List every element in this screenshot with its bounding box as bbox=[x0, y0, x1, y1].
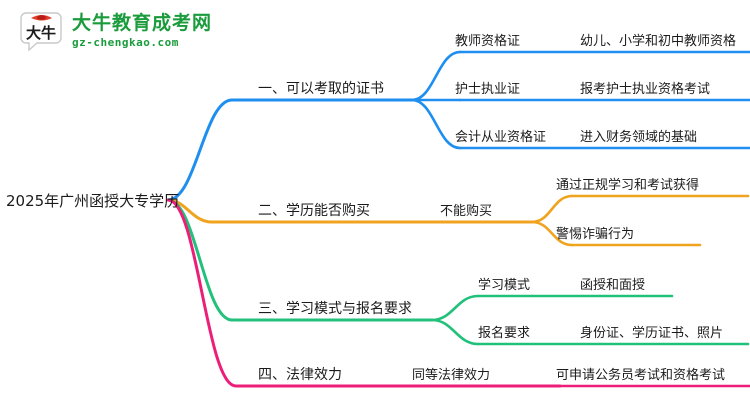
logo-wordmark: 大牛教育成考网 gz-chengkao.com bbox=[72, 12, 213, 49]
mindmap-branch-2-child-1-detail[interactable]: 通过正规学习和考试获得 bbox=[556, 178, 700, 193]
mindmap-branch-3-child-2-label[interactable]: 报名要求 bbox=[478, 326, 531, 341]
mindmap-branch-4-child-1-label[interactable]: 同等法律效力 bbox=[412, 368, 491, 383]
wire-root-to-branch-1 bbox=[166, 98, 234, 202]
mindmap-branch-1-child-1-detail[interactable]: 幼儿、小学和初中教师资格 bbox=[580, 34, 737, 49]
wire-branch-1-to-child-1 bbox=[410, 50, 462, 102]
mindmap-branch-1-child-2-detail[interactable]: 报考护士执业资格考试 bbox=[580, 82, 711, 97]
wire-branch-2-to-child-2 bbox=[530, 220, 574, 247]
mindmap-branch-2-child-1-label[interactable]: 不能购买 bbox=[440, 204, 493, 219]
mindmap-branch-3-child-1-detail[interactable]: 函授和面授 bbox=[580, 278, 646, 293]
mindmap-branch-2-child-2-detail[interactable]: 警惕诈骗行为 bbox=[556, 227, 635, 242]
mindmap-branch-1-child-3-label[interactable]: 会计从业资格证 bbox=[455, 130, 547, 145]
mindmap-branch-1-child-2-label[interactable]: 护士执业证 bbox=[455, 82, 521, 97]
wire-branch-3-to-child-2 bbox=[430, 318, 480, 346]
mindmap-branch-1-child-1-label[interactable]: 教师资格证 bbox=[455, 34, 521, 49]
svg-text:大牛: 大牛 bbox=[26, 24, 56, 42]
mindmap-branch-3-label[interactable]: 三、学习模式与报名要求 bbox=[258, 301, 412, 317]
mindmap-branch-3-child-2-detail[interactable]: 身份证、学历证书、照片 bbox=[580, 326, 724, 341]
mindmap-branch-1-child-3-detail[interactable]: 进入财务领域的基础 bbox=[580, 130, 698, 145]
mindmap-branch-1-label[interactable]: 一、可以考取的证书 bbox=[258, 81, 384, 97]
mindmap-branch-4-child-1-detail[interactable]: 可申请公务员考试和资格考试 bbox=[556, 368, 726, 383]
mindmap-branch-2-label[interactable]: 二、学历能否购买 bbox=[258, 203, 370, 219]
site-logo: 大牛 大牛教育成考网 gz-chengkao.com bbox=[18, 8, 212, 54]
wire-branch-3-to-child-1 bbox=[430, 294, 480, 322]
logo-site-name: 大牛教育成考网 bbox=[72, 12, 213, 34]
mindmap-branch-3-child-1-label[interactable]: 学习模式 bbox=[478, 278, 531, 293]
wire-branch-2-to-child-1 bbox=[530, 194, 574, 224]
wire-root-to-branch-4 bbox=[166, 198, 238, 388]
logo-domain: gz-chengkao.com bbox=[72, 36, 179, 49]
mindmap-branch-4-label[interactable]: 四、法律效力 bbox=[258, 367, 342, 383]
wire-branch-1-to-child-3 bbox=[410, 98, 462, 150]
mindmap-root-node[interactable]: 2025年广州函授大专学历 bbox=[6, 192, 180, 210]
daniu-speech-bubble-logo: 大牛 bbox=[18, 8, 64, 54]
